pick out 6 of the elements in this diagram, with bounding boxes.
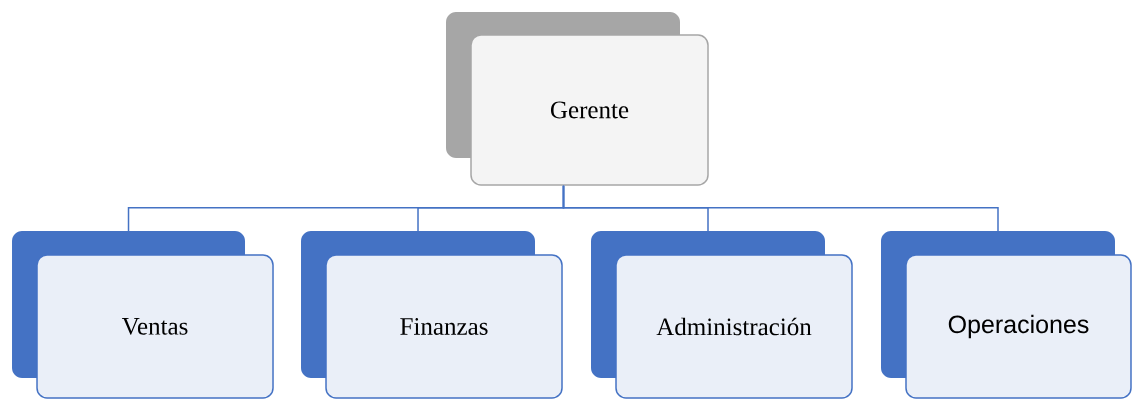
- org-box: Administración: [591, 231, 853, 399]
- org-box: Operaciones: [881, 231, 1132, 399]
- org-box: Gerente: [446, 12, 709, 186]
- org-box: Ventas: [12, 231, 274, 399]
- org-box: Finanzas: [301, 231, 563, 399]
- connector-line: [562, 185, 999, 232]
